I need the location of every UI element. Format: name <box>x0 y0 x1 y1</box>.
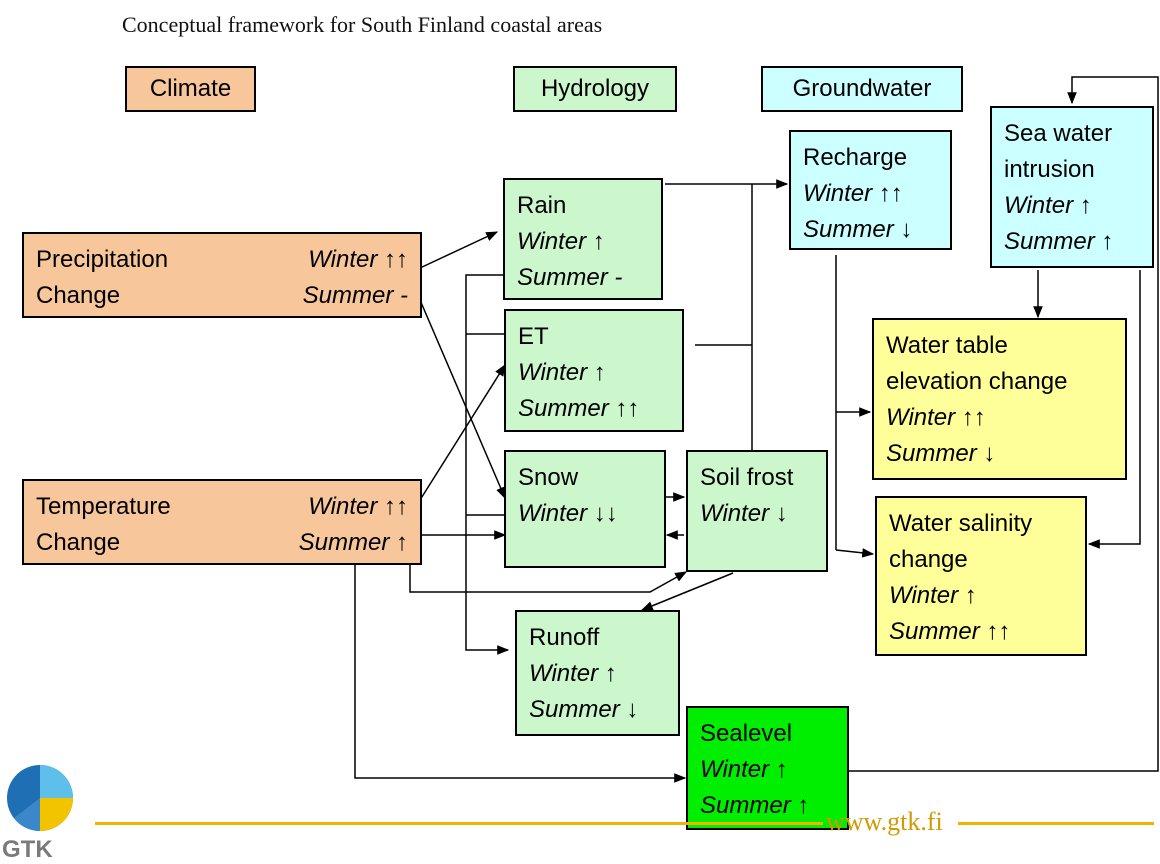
rain-node: Rain Winter ↑ Summer - <box>503 178 663 300</box>
et-winter: Winter ↑ <box>518 359 606 386</box>
temperature-row-1: Temperature Winter ↑↑ <box>24 489 420 525</box>
arrow-seawater-to-salinity <box>1087 270 1141 549</box>
groundwater-header: Groundwater <box>761 66 963 112</box>
et-summer: Summer ↑↑ <box>518 395 640 422</box>
water-table-winter: Winter ↑↑ <box>886 404 986 431</box>
arrow-precip-to-snow <box>419 299 506 500</box>
arrow-temp-to-et <box>419 363 506 501</box>
diagram-title: Conceptual framework for South Finland c… <box>122 12 603 37</box>
temperature-change-node: Temperature Winter ↑↑ Change Summer ↑ <box>22 479 422 565</box>
temperature-summer: Summer ↑ <box>298 529 408 556</box>
soil-frost-name: Soil frost <box>700 464 794 491</box>
sealevel-summer: Summer ↑ <box>700 792 810 819</box>
rain-summer: Summer - <box>517 264 623 291</box>
recharge-node: Recharge Winter ↑↑ Summer ↓ <box>789 130 952 250</box>
runoff-node: Runoff Winter ↑ Summer ↓ <box>515 610 680 736</box>
sea-water-label-1: Sea water <box>1004 120 1113 147</box>
snow-name: Snow <box>518 464 579 491</box>
arrow-rain-to-runoff <box>465 274 510 655</box>
salinity-label-1: Water salinity <box>889 510 1033 537</box>
runoff-name: Runoff <box>529 624 600 651</box>
precipitation-label-1: Precipitation <box>36 246 169 273</box>
groundwater-header-label: Groundwater <box>792 75 932 102</box>
runoff-summer: Summer ↓ <box>529 696 639 723</box>
water-table-summer: Summer ↓ <box>886 440 996 467</box>
salinity-winter: Winter ↑ <box>889 582 977 609</box>
precipitation-label-2: Change <box>36 282 121 309</box>
sea-water-label-2: intrusion <box>1004 156 1095 183</box>
climate-header-label: Climate <box>149 75 232 102</box>
temperature-label-1: Temperature <box>36 493 171 520</box>
arrow-sealevel-to-seawater <box>849 76 1159 772</box>
hydrology-header-label: Hydrology <box>540 75 650 102</box>
precipitation-winter: Winter ↑↑ <box>308 246 408 273</box>
rain-name: Rain <box>517 192 567 219</box>
water-salinity-node: Water salinity change Winter ↑ Summer ↑↑ <box>875 496 1087 656</box>
arrow-temp-to-sealevel <box>354 563 687 783</box>
gtk-logo-icon <box>7 765 73 831</box>
arrow-recharge-to-salinity <box>835 548 875 558</box>
gtk-logo-text: GTK <box>2 836 53 863</box>
temperature-label-2: Change <box>36 529 121 556</box>
rain-winter: Winter ↑ <box>517 228 605 255</box>
hydrology-header: Hydrology <box>513 66 677 112</box>
temperature-row-2: Change Summer ↑ <box>24 525 420 561</box>
et-name: ET <box>518 323 549 350</box>
precipitation-row-1: Precipitation Winter ↑↑ <box>24 242 420 278</box>
water-table-node: Water table elevation change Winter ↑↑ S… <box>872 318 1127 480</box>
sea-water-summer: Summer ↑ <box>1004 228 1114 255</box>
arrow-precip-to-rain <box>419 231 499 269</box>
et-node: ET Winter ↑ Summer ↑↑ <box>504 309 684 432</box>
arrow-temp-to-soilfrost <box>409 563 688 593</box>
footer-line-left <box>95 822 823 825</box>
footer-line-right <box>958 822 1154 825</box>
arrow-soilfrost-to-runoff <box>640 572 734 611</box>
sea-water-winter: Winter ↑ <box>1004 192 1092 219</box>
sealevel-name: Sealevel <box>700 720 793 747</box>
runoff-winter: Winter ↑ <box>529 660 617 687</box>
water-table-label-1: Water table <box>886 332 1008 359</box>
climate-header: Climate <box>125 66 256 112</box>
sea-water-intrusion-node: Sea water intrusion Winter ↑ Summer ↑ <box>990 106 1154 268</box>
water-table-label-2: elevation change <box>886 368 1068 395</box>
recharge-summer: Summer ↓ <box>803 216 913 243</box>
precipitation-row-2: Change Summer - <box>24 278 420 314</box>
soil-frost-winter: Winter ↓ <box>700 500 788 527</box>
precipitation-summer: Summer - <box>302 282 408 309</box>
salinity-summer: Summer ↑↑ <box>889 618 1011 645</box>
sealevel-node: Sealevel Winter ↑ Summer ↑ <box>686 706 849 830</box>
sealevel-winter: Winter ↑ <box>700 756 788 783</box>
snow-winter: Winter ↓↓ <box>518 500 618 527</box>
recharge-name: Recharge <box>803 144 908 171</box>
footer-url[interactable]: www.gtk.fi <box>826 807 943 836</box>
snow-node: Snow Winter ↓↓ <box>504 450 666 568</box>
soil-frost-node: Soil frost Winter ↓ <box>686 450 828 572</box>
recharge-winter: Winter ↑↑ <box>803 180 903 207</box>
salinity-label-2: change <box>889 546 968 573</box>
precipitation-change-node: Precipitation Winter ↑↑ Change Summer - <box>22 232 422 318</box>
temperature-winter: Winter ↑↑ <box>308 493 408 520</box>
